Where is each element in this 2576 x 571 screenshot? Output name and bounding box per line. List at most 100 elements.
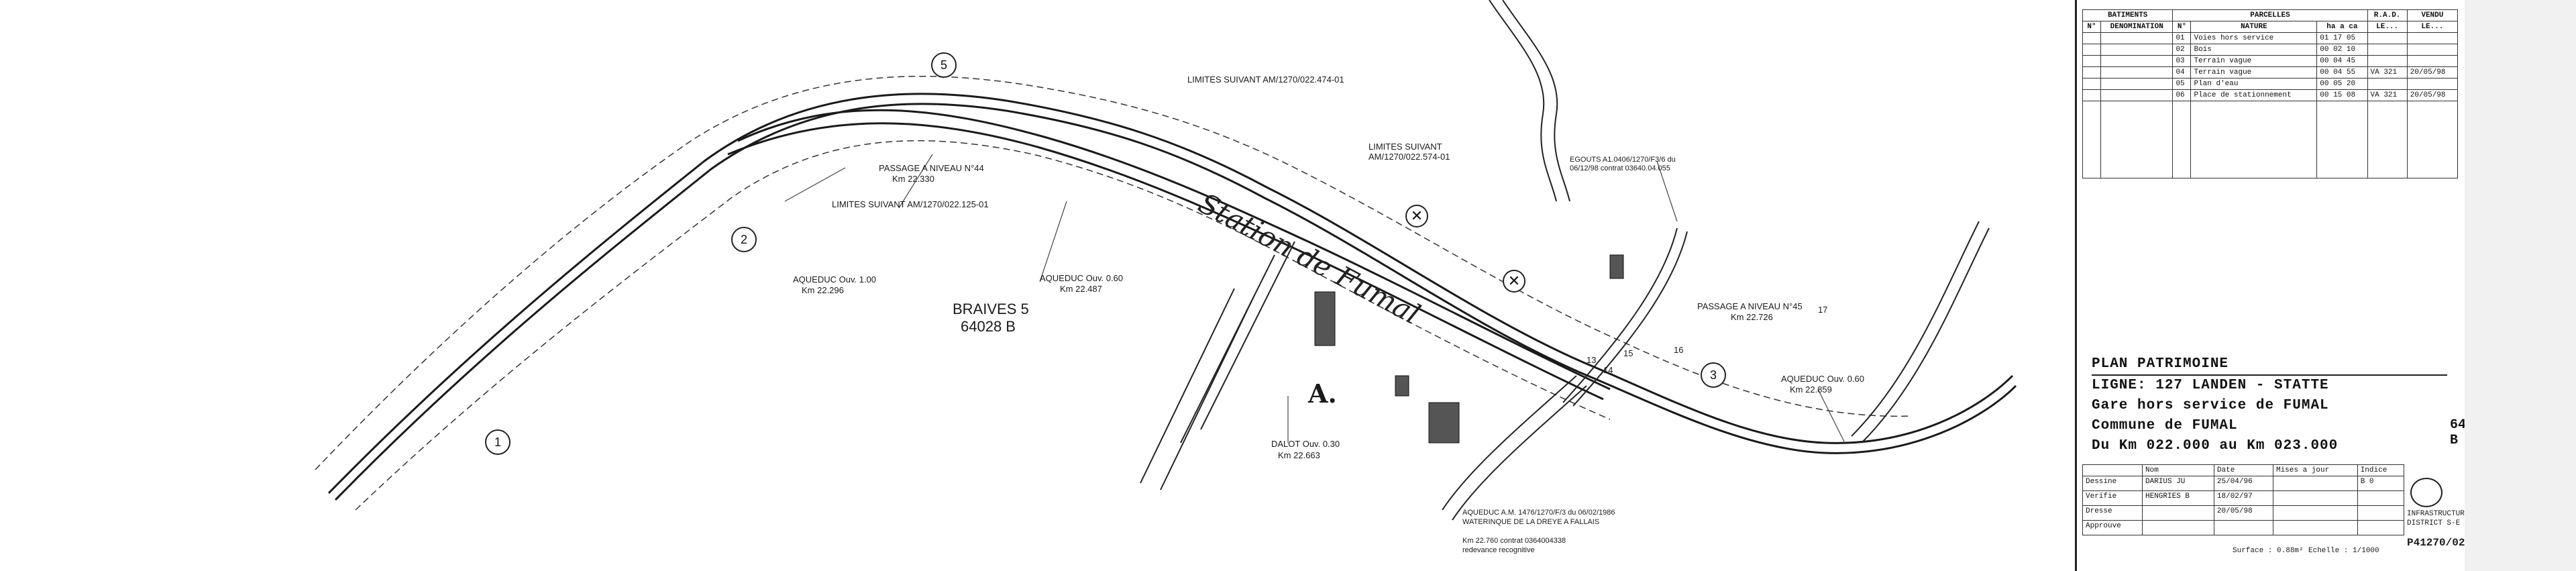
cell-parcel-no: 06 <box>2172 89 2192 101</box>
title-block: BATIMENTS PARCELLES R.A.D. VENDU N° DENO… <box>2075 0 2490 571</box>
track-line <box>737 109 1611 391</box>
header-no: N° <box>2082 21 2102 33</box>
empty-cell <box>2406 101 2459 178</box>
cell-sold <box>2406 78 2459 90</box>
track-drawing <box>315 0 2017 521</box>
cell-sold: 20/05/98 <box>2406 89 2459 101</box>
cell-indice: B 0 <box>2357 476 2405 491</box>
level-crossing-km: Km 22.330 <box>892 174 934 184</box>
aqueduct-label: AQUEDUC Ouv. 1.00 <box>793 274 877 284</box>
embankment-line <box>1140 288 1235 484</box>
cell-building-no <box>2082 32 2102 44</box>
embankment-line <box>1180 254 1275 444</box>
cell-parcel-no: 03 <box>2172 55 2192 67</box>
aqueduct-label: AQUEDUC Ouv. 0.60 <box>1781 374 1865 384</box>
cell-nature: Terrain vague <box>2190 66 2318 79</box>
surface-label: Surface : 0.88m² <box>2233 547 2304 555</box>
cell-role: Approuve <box>2082 520 2143 535</box>
limit-line <box>315 75 1913 470</box>
sncb-logo-icon <box>2410 478 2443 507</box>
limit-label: LIMITES SUIVANT AM/1270/022.474-01 <box>1187 74 1344 85</box>
aqueduct-agreement: AQUEDUC A.M. 1476/1270/F/3 du 06/02/1986 <box>1462 509 1615 517</box>
construction-lines <box>784 154 1845 444</box>
title-line: Gare hors service de FUMAL <box>2092 398 2329 413</box>
aqueduct-km: Km 22.859 <box>1790 384 1832 395</box>
track-line <box>334 103 2017 501</box>
track-line <box>327 93 2014 495</box>
cell-building-name <box>2100 32 2174 44</box>
embankment <box>1140 241 1295 490</box>
cell-role: Dessine <box>2082 476 2143 491</box>
property-limits <box>315 75 1913 511</box>
cell-sold <box>2406 32 2459 44</box>
title-line: Commune de FUMAL <box>2092 418 2238 433</box>
cell-date <box>2213 520 2273 535</box>
buildings <box>1314 254 1624 444</box>
river <box>1489 0 1557 202</box>
header-denomination: DENOMINATION <box>2100 21 2174 33</box>
title-line: PLAN PATRIMOINE <box>2092 354 2447 376</box>
updates-header: Mises a jour <box>2272 464 2358 476</box>
role-header <box>2082 464 2143 476</box>
parcel-number: 14 <box>1603 365 1613 375</box>
cell-building-no <box>2082 89 2102 101</box>
header-sold: VENDU <box>2406 9 2459 21</box>
header-le: LE... <box>2367 21 2408 33</box>
header-buildings: BATIMENTS <box>2082 9 2174 21</box>
cell-nature: Place de stationnement <box>2190 89 2318 101</box>
aqueduct-km: Km 22.487 <box>1060 284 1102 294</box>
name-header: Nom <box>2142 464 2214 476</box>
plan-title: PLAN PATRIMOINE LIGNE: 127 LANDEN - STAT… <box>2092 354 2447 456</box>
indice-header: Indice <box>2357 464 2405 476</box>
marker-3: 5 <box>931 52 957 78</box>
road <box>1562 227 1678 403</box>
aqueduct-agreement: redevance recognitive <box>1462 546 1535 554</box>
cell-indice <box>2357 505 2405 521</box>
track-line <box>727 122 1604 401</box>
plan-ref-line2: 64028 B <box>961 318 1016 335</box>
culvert-label: DALOT Ouv. 0.30 <box>1271 439 1340 449</box>
limit-label: AM/1270/022.574-01 <box>1368 152 1450 162</box>
header-no: N° <box>2172 21 2192 33</box>
cell-parcel-no: 01 <box>2172 32 2192 44</box>
cell-update <box>2272 505 2358 521</box>
cell-date: 20/05/98 <box>2213 505 2273 521</box>
building <box>1428 402 1460 444</box>
cell-name: DARIUS JU <box>2142 476 2214 491</box>
cell-sold <box>2406 55 2459 67</box>
cell-area: 00 04 45 <box>2316 55 2368 67</box>
org-line: INFRASTRUCTURE <box>2407 510 2469 518</box>
cell-update <box>2272 490 2358 506</box>
cell-date: 25/04/96 <box>2213 476 2273 491</box>
parcel-number: 13 <box>1587 355 1597 365</box>
railway-tracks <box>327 93 2017 501</box>
title-line: LIGNE: 127 LANDEN - STATTE <box>2092 378 2329 393</box>
road <box>1572 231 1688 407</box>
cell-indice <box>2357 490 2405 506</box>
river <box>1502 0 1570 202</box>
org-line: DISTRICT S-E <box>2407 519 2461 527</box>
cell-building-name <box>2100 89 2174 101</box>
header-rad: R.A.D. <box>2367 9 2408 21</box>
scale-label: Echelle : 1/1000 <box>2308 547 2379 555</box>
cell-nature: Bois <box>2190 44 2318 56</box>
building <box>1609 254 1624 279</box>
road <box>1452 385 1587 521</box>
cell-building-no <box>2082 78 2102 90</box>
sheet-margin <box>2465 0 2576 571</box>
cell-building-name <box>2100 66 2174 79</box>
cell-area: 00 15 08 <box>2316 89 2368 101</box>
guide-line <box>1039 201 1067 282</box>
cell-sold: 20/05/98 <box>2406 66 2459 79</box>
guide-line <box>1817 388 1845 444</box>
drawing-number: P41270/0220 <box>2407 537 2478 549</box>
crossed-circle-icon: ✕ <box>1405 205 1428 227</box>
signature-row: Approuve <box>2082 520 2405 535</box>
guide-line <box>784 167 846 202</box>
